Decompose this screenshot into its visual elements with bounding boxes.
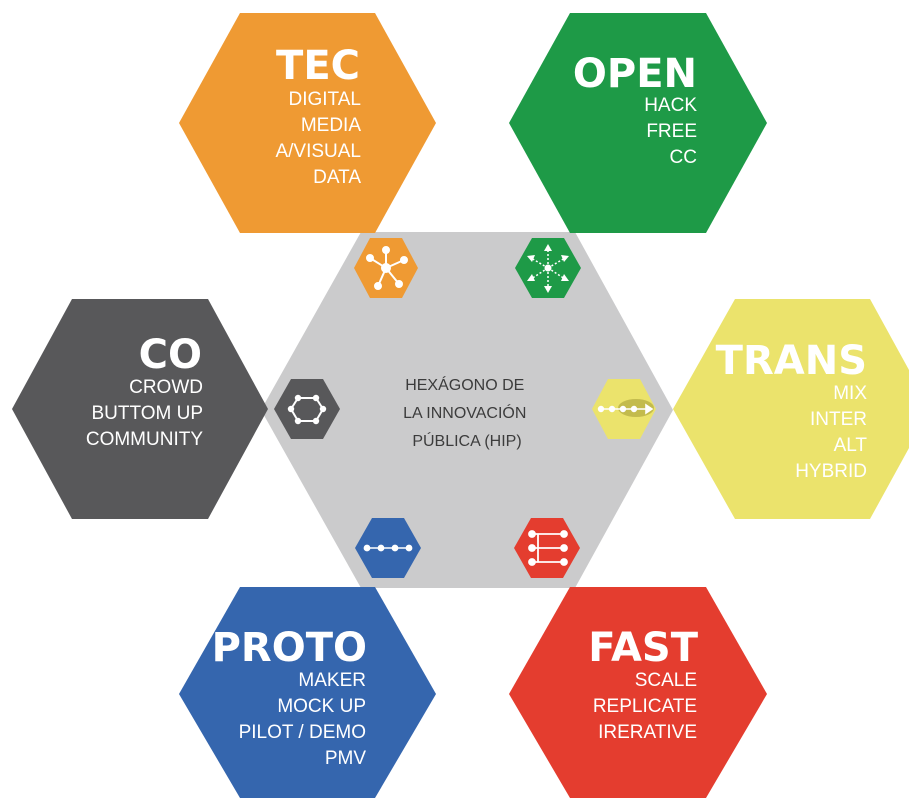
hexagon-tec-shape <box>179 13 436 233</box>
center-title-line-3: PÚBLICA (HIP) <box>412 431 521 450</box>
hexagon-open-shape <box>509 13 767 233</box>
hexagon-co-shape <box>12 299 268 519</box>
hexagon-open: OPEN HACK FREE CC <box>509 13 767 233</box>
center-title-line-2: LA INNOVACIÓN <box>403 403 526 422</box>
hexagon-open-item-1: HACK <box>644 95 697 116</box>
hexagon-proto-shape <box>179 587 436 798</box>
hexagon-co-title: CO <box>139 332 202 378</box>
hexagon-co-item-2: BUTTOM UP <box>91 403 203 424</box>
chain-arrow-icon <box>592 379 656 439</box>
hexagon-tec-item-4: DATA <box>313 167 361 188</box>
hexagon-tec-item-2: MEDIA <box>301 115 362 136</box>
hexagon-tec-item-1: DIGITAL <box>289 89 362 110</box>
radiating-arrows-icon <box>515 238 581 298</box>
hexagon-proto-title: PROTO <box>212 625 367 671</box>
hexagon-trans-item-3: ALT <box>834 435 868 456</box>
hexagon-co: CO CROWD BUTTOM UP COMMUNITY <box>12 299 268 519</box>
hexagon-open-item-3: CC <box>670 147 697 168</box>
hexagon-trans-item-1: MIX <box>833 383 867 404</box>
hexagon-trans-title: TRANS <box>716 338 867 384</box>
iteration-flow-icon <box>514 518 580 578</box>
center-title-line-1: HEXÁGONO DE <box>405 375 524 394</box>
hexagon-open-title: OPEN <box>573 51 697 97</box>
hexagon-fast: FAST SCALE REPLICATE IRERATIVE <box>509 587 767 798</box>
hexagon-tec: TEC DIGITAL MEDIA A/VISUAL DATA <box>179 13 436 233</box>
linear-chain-icon <box>355 518 421 578</box>
hexagon-fast-item-3: IRERATIVE <box>598 722 697 743</box>
hexagon-proto: PROTO MAKER MOCK UP PILOT / DEMO PMV <box>179 587 436 798</box>
hexagon-tec-item-3: A/VISUAL <box>275 141 361 162</box>
hexagon-trans-shape <box>673 299 909 519</box>
hexagon-tec-title: TEC <box>276 43 360 89</box>
hexagon-trans-item-2: INTER <box>810 409 867 430</box>
hexagon-fast-shape <box>509 587 767 798</box>
star-network-icon <box>354 238 418 298</box>
hexagon-co-item-3: COMMUNITY <box>86 429 203 450</box>
hexagon-proto-item-3: PILOT / DEMO <box>239 722 366 743</box>
hexagon-fast-title: FAST <box>588 625 699 671</box>
hexagon-fast-item-1: SCALE <box>635 670 697 691</box>
center-hexagon <box>261 232 673 588</box>
hexagon-fast-item-2: REPLICATE <box>593 696 697 717</box>
hexagon-proto-item-1: MAKER <box>298 670 366 691</box>
hexagon-co-item-1: CROWD <box>129 377 203 398</box>
hexagon-trans-item-4: HYBRID <box>795 461 867 482</box>
hexagon-trans: TRANS MIX INTER ALT HYBRID <box>673 299 909 519</box>
ring-network-icon <box>274 379 340 439</box>
hexagon-proto-item-2: MOCK UP <box>277 696 366 717</box>
hexagon-proto-item-4: PMV <box>325 748 367 769</box>
center-title: HEXÁGONO DE LA INNOVACIÓN PÚBLICA (HIP) <box>403 375 531 450</box>
hexagon-open-item-2: FREE <box>646 121 697 142</box>
